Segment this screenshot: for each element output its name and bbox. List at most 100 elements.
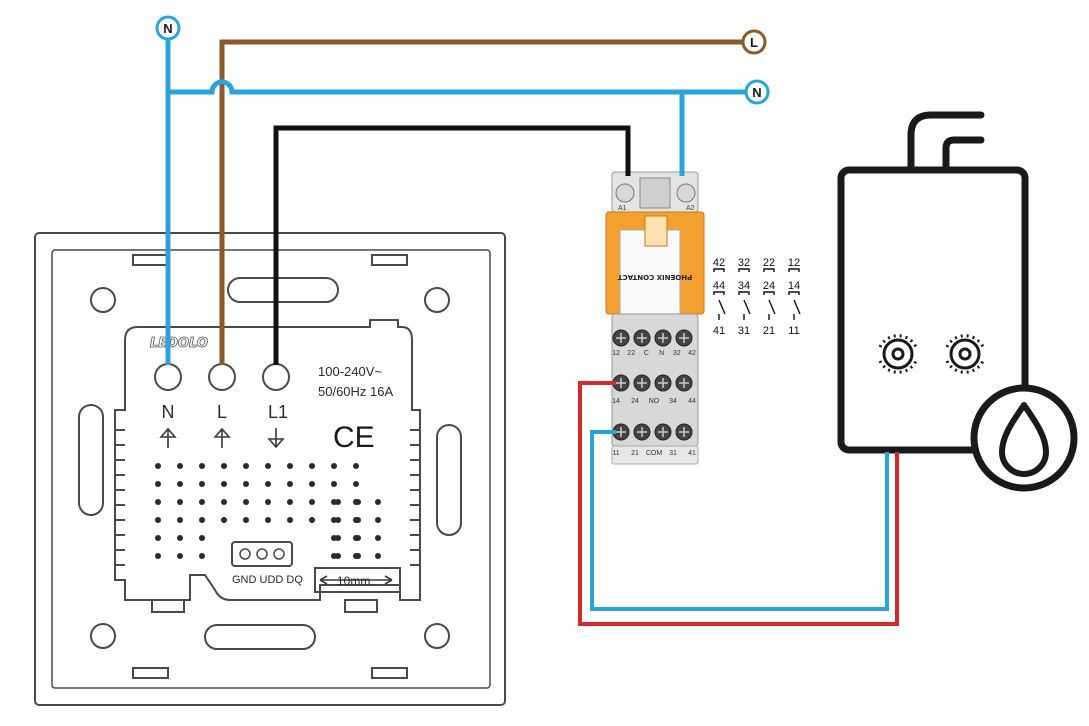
vent-dot xyxy=(355,553,361,559)
vent-dot xyxy=(265,463,271,469)
contact-bottom-21: 21 xyxy=(763,325,775,337)
vent-dot xyxy=(199,481,205,487)
relay-module: PHOENIX CONTACT xyxy=(605,171,705,465)
vent-dot xyxy=(243,481,249,487)
relay-mid-label-24: 24 xyxy=(631,398,639,405)
vent-dot xyxy=(177,517,183,523)
relay-coil-labels: A1 A2 xyxy=(618,205,695,212)
vent-dot xyxy=(375,499,381,505)
relay-screw-slot xyxy=(658,333,668,343)
relay-top-label-N: N xyxy=(659,350,664,357)
vent-dot xyxy=(177,535,183,541)
vent-dot xyxy=(265,499,271,505)
vent-dot xyxy=(243,499,249,505)
relay-screw-slot xyxy=(637,427,647,437)
vent-dot xyxy=(353,481,359,487)
relay-bottom-label-21: 21 xyxy=(631,450,639,457)
contact-symbol xyxy=(763,268,776,320)
terminal-bubble-n-top: N xyxy=(155,15,181,41)
vent-dot xyxy=(335,499,341,505)
rating-voltage: 100-240V~ xyxy=(318,364,382,379)
load-wire-l1 xyxy=(273,125,631,365)
vent-dot xyxy=(331,481,337,487)
signal-wire-blue xyxy=(590,430,889,611)
terminal-arrows xyxy=(159,427,393,585)
vent-dot xyxy=(221,517,227,523)
vent-dot xyxy=(177,463,183,469)
contact-top-12: 12 xyxy=(788,257,800,269)
flame-knob-icon xyxy=(878,334,985,374)
vent-dot xyxy=(243,517,249,523)
coil-a1: A1 xyxy=(618,205,627,212)
vent-dot xyxy=(335,517,341,523)
relay-mid-label-NO: NO xyxy=(649,398,660,405)
contact-mid-24: 24 xyxy=(763,280,775,292)
boiler-appliance xyxy=(837,111,1029,454)
relay-top-label-C: C xyxy=(644,350,649,357)
vent-dot xyxy=(309,517,315,523)
contact-top-32: 32 xyxy=(738,257,750,269)
vent-dot xyxy=(355,499,361,505)
relay-screw-slot xyxy=(658,427,668,437)
relay-screw-slot xyxy=(679,378,689,388)
sensor-pins xyxy=(239,548,285,560)
terminal-l-hole xyxy=(208,363,236,391)
vent-dot xyxy=(287,499,293,505)
vent-dot xyxy=(155,553,161,559)
vent-dot xyxy=(287,463,293,469)
vent-dot xyxy=(287,481,293,487)
ce-mark: CE xyxy=(333,421,375,454)
contact-symbol xyxy=(788,268,801,320)
vent-dot xyxy=(177,481,183,487)
vent-dot xyxy=(155,499,161,505)
contact-symbol xyxy=(738,268,751,320)
panel-terminals xyxy=(154,363,290,391)
relay-mid-label-14: 14 xyxy=(612,398,620,405)
live-wire xyxy=(219,39,742,365)
coil-a2: A2 xyxy=(686,205,695,212)
vent-dot xyxy=(375,517,381,523)
vent-dot xyxy=(243,463,249,469)
vent-dot xyxy=(177,553,183,559)
relay-bottom-label-41: 41 xyxy=(688,450,696,457)
svg-text:N: N xyxy=(163,21,172,36)
vent-dot xyxy=(309,463,315,469)
vent-dot xyxy=(375,535,381,541)
relay-screw-slot xyxy=(679,427,689,437)
vent-dot xyxy=(155,463,161,469)
vent-dot xyxy=(221,463,227,469)
vent-dot xyxy=(335,535,341,541)
svg-text:L: L xyxy=(750,35,758,50)
vent-dot xyxy=(331,463,337,469)
neutral-wire-horizontal xyxy=(168,79,745,95)
relay-screw-slot xyxy=(637,333,647,343)
contact-bottom-11: 11 xyxy=(788,325,799,337)
relay-screw-slot xyxy=(658,378,668,388)
relay-bottom-label-31: 31 xyxy=(669,450,677,457)
relay-mid-label-44: 44 xyxy=(688,398,696,405)
vent-dot xyxy=(353,463,359,469)
relay-top-label-12: 12 xyxy=(612,350,620,357)
terminal-n-hole xyxy=(154,363,182,391)
relay-brand: PHOENIX CONTACT xyxy=(618,273,693,281)
vent-dot xyxy=(199,463,205,469)
vent-dot xyxy=(309,499,315,505)
signal-wire-red xyxy=(578,381,899,626)
ventilation-dots xyxy=(155,463,381,559)
contact-top-42: 42 xyxy=(713,257,725,269)
contact-top-22: 22 xyxy=(763,257,775,269)
relay-bottom-label-COM: COM xyxy=(646,450,663,457)
terminal-l1-hole xyxy=(262,363,290,391)
contact-bottom-31: 31 xyxy=(738,325,750,337)
terminal-label-l1: L1 xyxy=(268,402,288,422)
terminal-label-l: L xyxy=(217,402,227,422)
relay-screw-slot xyxy=(616,427,626,437)
relay-screw-slot xyxy=(679,333,689,343)
contact-mid-34: 34 xyxy=(738,280,750,292)
water-drop-icon xyxy=(970,384,1078,492)
relay-terminal-screws xyxy=(612,329,693,441)
relay-screw-slot xyxy=(637,378,647,388)
vent-dot xyxy=(265,517,271,523)
